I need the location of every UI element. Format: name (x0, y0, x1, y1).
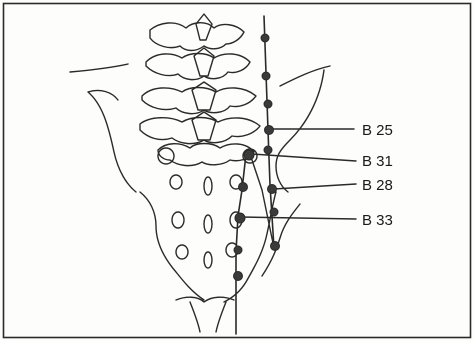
leader-b33 (240, 217, 356, 219)
lumbar-vertebra-2 (146, 54, 250, 80)
acupoint-b25-point (265, 126, 274, 135)
acupoint-dot (234, 246, 242, 254)
spinous-process-2 (194, 48, 214, 76)
sacral-foramen-left-2 (172, 212, 184, 228)
acupoint-dot (264, 100, 272, 108)
spinous-process-1 (196, 14, 212, 40)
sacral-foramen-left-3 (176, 245, 188, 259)
spinous-process-3 (192, 82, 216, 110)
sacral-foramen-left-1 (170, 175, 182, 189)
acupoint-dot (239, 183, 248, 192)
sacrum-outline (140, 192, 276, 302)
coccyx (190, 302, 226, 332)
lumbar-vertebra-5 (158, 144, 254, 166)
figure-border (4, 4, 471, 338)
acupoint-b31-point (244, 150, 254, 160)
leader-b28 (274, 184, 356, 189)
label-b25: B 25 (362, 122, 393, 139)
leader-b31 (252, 154, 356, 161)
acupoint-b33-point (235, 213, 245, 223)
label-b33: B 33 (362, 212, 393, 229)
left-iliac-wing (70, 64, 136, 192)
acupoint-dot (264, 146, 272, 154)
median-crest-1 (204, 177, 212, 195)
acupoint-dot (234, 272, 243, 281)
acupoint-b28-point (268, 185, 277, 194)
acupoint-dot (271, 242, 280, 251)
median-crest-3 (204, 252, 212, 268)
median-crest-2 (204, 215, 212, 233)
label-b28: B 28 (362, 177, 393, 194)
bladder-meridian-inner (236, 154, 246, 334)
label-b31: B 31 (362, 153, 393, 170)
spinous-process-4 (192, 112, 216, 140)
acupoint-dot (261, 34, 269, 42)
acupoint-dot (270, 208, 278, 216)
acupoint-dot (262, 72, 270, 80)
